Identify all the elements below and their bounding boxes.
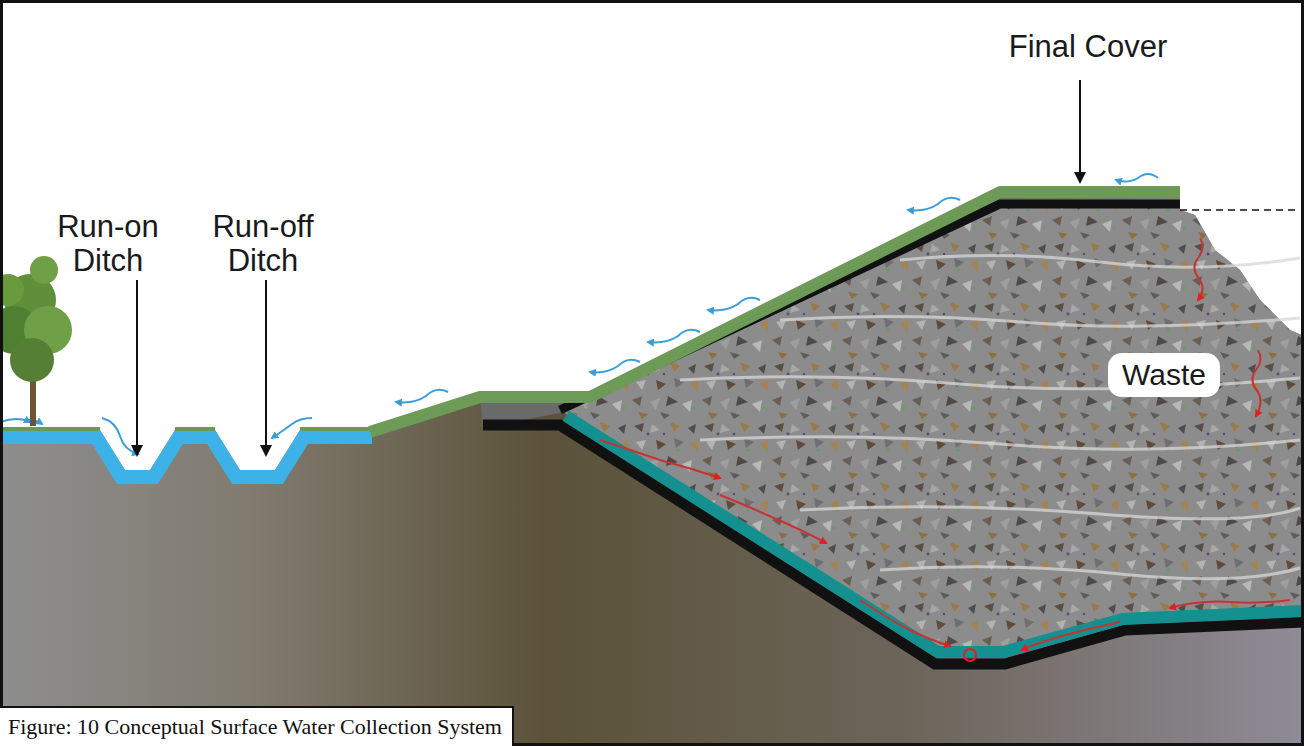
node-text: Waste [1122,358,1206,392]
figure-caption: Figure: 10 Conceptual Surface Water Coll… [0,706,514,746]
part-label: Run-on Ditch [46,210,170,278]
part-label: Final Cover [1009,30,1168,64]
label-pill: Waste [1108,353,1220,397]
tree [0,256,72,426]
part-label: Run-off Ditch [201,210,325,278]
